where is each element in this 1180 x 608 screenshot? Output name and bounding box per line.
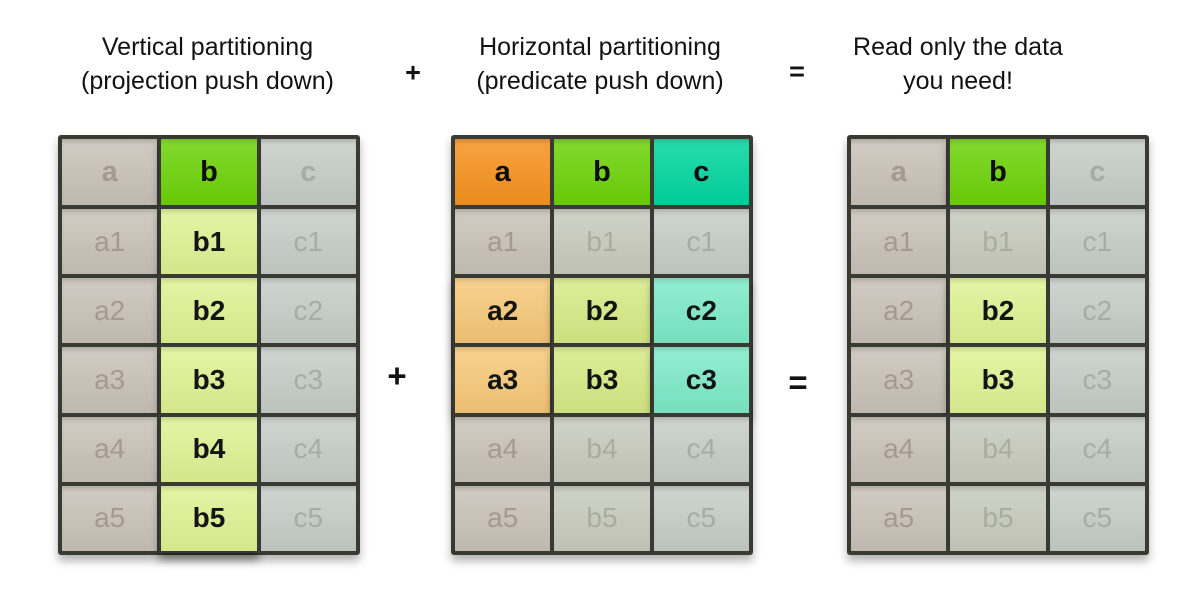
cell-c1: c1 (258, 207, 358, 277)
cell-c4: c4 (258, 414, 358, 484)
cell-a2: a2 (60, 276, 160, 346)
header-cell-c: c (258, 137, 358, 207)
cell-a5: a5 (453, 483, 553, 553)
vertical-partitioning-table: a b c a1 b1 c1 a2 b2 c2 a3 b3 c3 a4 b4 c… (58, 135, 360, 555)
header-cell-a: a (849, 137, 949, 207)
cell-a1: a1 (849, 207, 949, 277)
cell-a5: a5 (849, 483, 949, 553)
horizontal-partitioning-table: a b c a1 b1 c1 a2 b2 c2 a3 b3 c3 a4 b4 c… (451, 135, 753, 555)
result-title: Read only the data you need! (788, 30, 1128, 98)
equals-operator-title: = (789, 56, 805, 87)
header-cell-a: a (60, 137, 160, 207)
cell-b4: b4 (159, 414, 259, 484)
cell-b2: b2 (159, 276, 259, 346)
cell-c2: c2 (651, 276, 751, 346)
header-cell-a: a (453, 137, 553, 207)
cell-a3: a3 (849, 345, 949, 415)
cell-b3: b3 (552, 345, 652, 415)
cell-a1: a1 (60, 207, 160, 277)
cell-c1: c1 (651, 207, 751, 277)
title-line: Horizontal partitioning (479, 33, 721, 61)
horizontal-partitioning-title: Horizontal partitioning (predicate push … (420, 30, 780, 98)
result-table: a b c a1 b1 c1 a2 b2 c2 a3 b3 c3 a4 b4 c… (847, 135, 1149, 555)
header-cell-b: b (159, 137, 259, 207)
cell-a2: a2 (453, 276, 553, 346)
cell-a2: a2 (849, 276, 949, 346)
cell-a4: a4 (60, 414, 160, 484)
header-cell-b: b (948, 137, 1048, 207)
cell-c4: c4 (651, 414, 751, 484)
cell-b5: b5 (159, 483, 259, 553)
cell-b3: b3 (948, 345, 1048, 415)
cell-c4: c4 (1047, 414, 1147, 484)
cell-b4: b4 (948, 414, 1048, 484)
cell-c2: c2 (258, 276, 358, 346)
cell-a5: a5 (60, 483, 160, 553)
cell-b4: b4 (552, 414, 652, 484)
plus-operator-tables: + (387, 357, 407, 394)
cell-c5: c5 (258, 483, 358, 553)
cell-b1: b1 (948, 207, 1048, 277)
header-cell-c: c (1047, 137, 1147, 207)
title-line: (predicate push down) (476, 67, 724, 95)
vertical-partitioning-title: Vertical partitioning (projection push d… (15, 30, 400, 98)
cell-a3: a3 (60, 345, 160, 415)
equals-operator-tables: = (788, 364, 808, 401)
cell-b5: b5 (948, 483, 1048, 553)
cell-b3: b3 (159, 345, 259, 415)
title-line: Vertical partitioning (101, 33, 314, 61)
cell-c5: c5 (651, 483, 751, 553)
plus-operator-title: + (405, 57, 421, 88)
cell-b1: b1 (159, 207, 259, 277)
cell-b2: b2 (552, 276, 652, 346)
cell-c2: c2 (1047, 276, 1147, 346)
cell-a4: a4 (453, 414, 553, 484)
cell-a3: a3 (453, 345, 553, 415)
cell-a4: a4 (849, 414, 949, 484)
cell-c3: c3 (651, 345, 751, 415)
cell-c3: c3 (1047, 345, 1147, 415)
cell-c3: c3 (258, 345, 358, 415)
title-line: (projection push down) (81, 67, 334, 95)
cell-b5: b5 (552, 483, 652, 553)
cell-b2: b2 (948, 276, 1048, 346)
header-cell-b: b (552, 137, 652, 207)
cell-b1: b1 (552, 207, 652, 277)
cell-c5: c5 (1047, 483, 1147, 553)
title-line: Read only the data (853, 33, 1063, 61)
title-line: you need! (903, 67, 1013, 95)
cell-a1: a1 (453, 207, 553, 277)
cell-c1: c1 (1047, 207, 1147, 277)
header-cell-c: c (651, 137, 751, 207)
